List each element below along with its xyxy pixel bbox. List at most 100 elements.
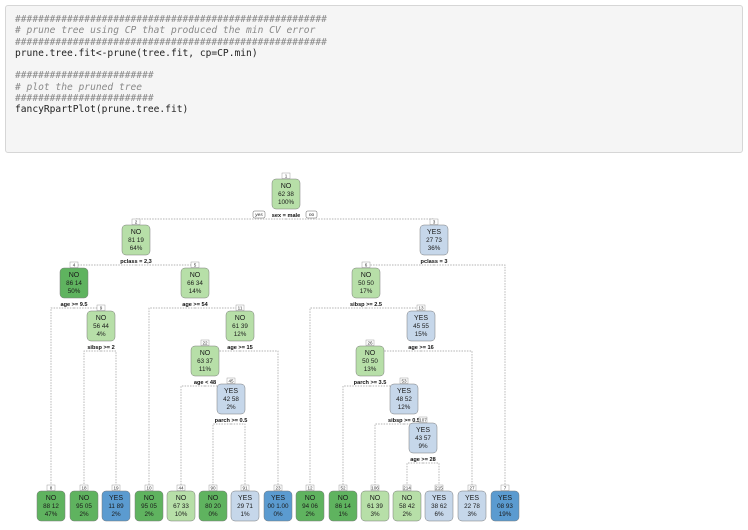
- node-probs: 27 73: [426, 237, 442, 244]
- node-id-box: [79, 484, 89, 491]
- node-probs: 61 39: [367, 503, 383, 510]
- node-percent: 4%: [96, 331, 106, 338]
- node-class: NO: [338, 495, 349, 502]
- node-box: [355, 345, 385, 377]
- node-class: NO: [402, 495, 413, 502]
- node-probs: 61 39: [232, 323, 248, 330]
- node-percent: 12%: [398, 404, 411, 411]
- node-percent: 1%: [338, 511, 348, 518]
- node-class: NO: [305, 495, 316, 502]
- node-split-rule: age >= 16: [408, 345, 434, 351]
- node-box: [59, 267, 89, 299]
- node-id: 5: [194, 262, 197, 267]
- node-percent: 13%: [364, 366, 377, 373]
- node-percent: 1%: [240, 511, 250, 518]
- node-box: [166, 490, 196, 522]
- node-probs: 50 50: [362, 358, 378, 365]
- node-id-box: [111, 484, 121, 491]
- node-box: [328, 490, 358, 522]
- node-probs: 43 57: [415, 435, 431, 442]
- node-class: NO: [235, 315, 246, 322]
- node-box: [490, 490, 520, 522]
- node-probs: 94 06: [302, 503, 318, 510]
- yes-branch-tag: yes: [252, 210, 266, 219]
- node-box: [351, 267, 381, 299]
- code-comment-line: ########################: [15, 93, 154, 105]
- node-percent: 2%: [79, 511, 89, 518]
- tree-edge: [101, 350, 117, 488]
- code-block: ########################################…: [5, 5, 743, 153]
- node-box: [134, 490, 164, 522]
- node-id: 90: [210, 485, 216, 490]
- node-percent: 3%: [467, 511, 477, 518]
- node-id-box: [305, 484, 315, 491]
- node-split-rule: pclass = 3: [421, 259, 448, 265]
- node-probs: 22 78: [464, 503, 480, 510]
- node-id-box: [131, 218, 141, 225]
- node-split-rule: parch >= 0.5: [215, 418, 248, 424]
- node-id-box: [338, 484, 348, 491]
- node-id-box: [434, 484, 444, 491]
- node-box: [86, 310, 116, 342]
- node-box: [457, 490, 487, 522]
- yes-tag-label: yes: [254, 213, 263, 218]
- node-probs: 95 05: [141, 503, 157, 510]
- node-class: NO: [281, 183, 292, 190]
- node-probs: 56 44: [93, 323, 109, 330]
- node-id-box: [190, 261, 200, 268]
- node-id: 106: [371, 485, 379, 490]
- node-id: 6: [365, 262, 368, 267]
- code-line: fancyRpartPlot(prune.tree.fit): [15, 104, 189, 116]
- node-box: [230, 490, 260, 522]
- node-class: NO: [208, 495, 219, 502]
- tree-edge: [231, 423, 246, 488]
- node-probs: 66 34: [187, 280, 203, 287]
- node-id: 4: [73, 262, 76, 267]
- node-id-box: [208, 484, 218, 491]
- node-percent: 64%: [130, 245, 143, 252]
- tree-edge: [309, 307, 366, 488]
- node-class: NO: [200, 350, 211, 357]
- node-id: 45: [228, 378, 234, 383]
- node-class: YES: [416, 427, 430, 434]
- node-id: 9: [100, 305, 103, 310]
- node-class: YES: [414, 315, 428, 322]
- tree-edge: [369, 343, 421, 352]
- node-percent: 2%: [402, 511, 412, 518]
- node-id-box: [226, 377, 236, 384]
- node-id-box: [370, 484, 380, 491]
- node-probs: 29 71: [237, 503, 253, 510]
- node-split-rule: age >= 15: [227, 345, 253, 351]
- node-id: 107: [419, 417, 427, 422]
- node-percent: 6%: [434, 511, 444, 518]
- node-split-rule: parch >= 3.5: [354, 380, 387, 386]
- node-id-box: [281, 172, 291, 179]
- node-class: NO: [176, 495, 187, 502]
- tree-edge: [83, 350, 101, 488]
- node-box: [424, 490, 454, 522]
- tree-edge: [212, 423, 231, 488]
- node-percent: 0%: [273, 511, 283, 518]
- node-id: 215: [435, 485, 443, 490]
- node-probs: 45 55: [413, 323, 429, 330]
- node-split-rule: age >= 54: [182, 302, 208, 308]
- node-percent: 19%: [499, 511, 512, 518]
- code-comment-line: ########################################…: [15, 14, 327, 25]
- node-id-box: [429, 218, 439, 225]
- node-id-box: [46, 484, 56, 491]
- node-percent: 100%: [278, 199, 295, 206]
